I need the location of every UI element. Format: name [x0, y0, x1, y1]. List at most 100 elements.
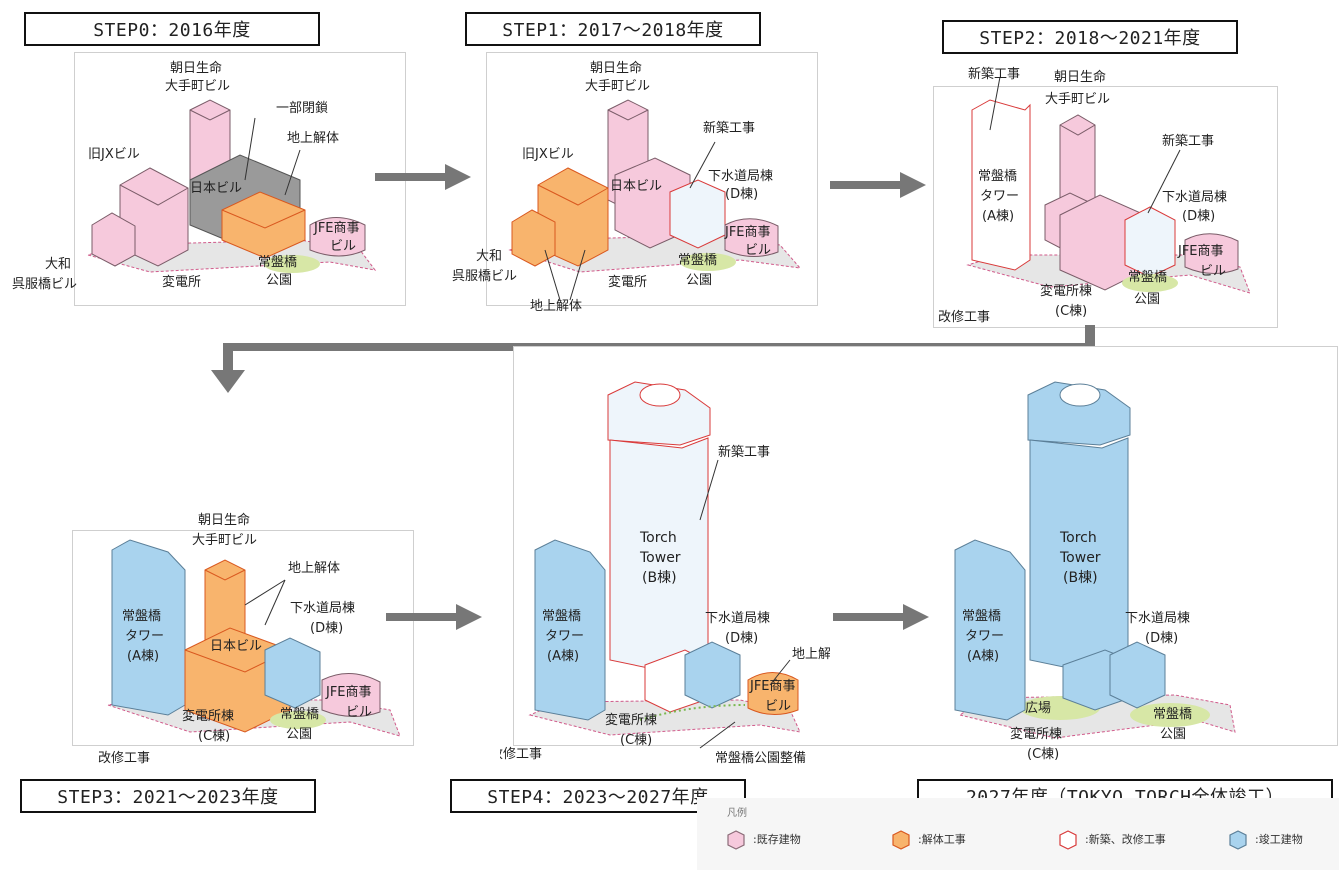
final-label-torch-2: Tower	[1059, 550, 1101, 566]
step0-label-partial-close: 一部閉鎖	[276, 100, 328, 116]
final-label-sub-2: (C棟)	[1027, 747, 1059, 762]
arrow-step1-step2	[830, 172, 926, 198]
step4-title: STEP4：2023～2027年度	[450, 779, 746, 813]
legend-label-existing: :既存建物	[753, 833, 801, 846]
step3-label-asahi-1: 朝日生命	[198, 512, 250, 528]
final-label-torch-3: (B棟)	[1063, 570, 1098, 586]
step3-label-demolition: 地上解体	[288, 561, 340, 576]
step0-label-park-2: 公園	[266, 273, 292, 288]
cube-icon	[1229, 830, 1247, 850]
legend: 凡例 :既存建物 :解体工事 :新築、改修工事 :竣工建物	[697, 798, 1339, 870]
cube-icon	[892, 830, 910, 850]
step1-label-asahi-2: 大手町ビル	[585, 79, 650, 94]
step1-title: STEP1：2017～2018年度	[465, 12, 761, 46]
step1-label-new: 新築工事	[703, 120, 755, 136]
step3-title: STEP3：2021～2023年度	[20, 779, 316, 813]
final-label-plaza: 広場	[1025, 701, 1051, 716]
step3-label-nihon: 日本ビル	[210, 639, 262, 654]
step2-label-sewer-2: (D棟)	[1182, 209, 1215, 224]
step2-label-new-a: 新築工事	[968, 66, 1020, 82]
step4-label-jfe-1: JFE商事	[749, 679, 796, 694]
step3-label-renovation: 改修工事	[98, 751, 150, 766]
legend-label-completed: :竣工建物	[1255, 833, 1303, 846]
final-label-tower-2: タワー	[965, 629, 1004, 644]
cube-icon	[1059, 830, 1077, 850]
step1-label-park-2: 公園	[686, 273, 712, 288]
step1-diagram: 朝日生命 大手町ビル 新築工事 旧JXビル 日本ビル 下水道局棟 (D棟) JF…	[452, 60, 802, 314]
arrow-step4-final	[833, 604, 929, 630]
final-label-sub-1: 変電所棟	[1010, 726, 1062, 742]
step2-label-park-2: 公園	[1134, 292, 1160, 307]
step4-label-tower-1: 常盤橋	[542, 609, 581, 624]
step1-label-daiwa-1: 大和	[476, 249, 502, 264]
final-label-sewer-2: (D棟)	[1145, 631, 1178, 646]
step0-label-demolition: 地上解体	[287, 131, 339, 146]
step4-label-sewer-2: (D棟)	[725, 631, 758, 646]
final-label-tower-1: 常盤橋	[962, 609, 1001, 624]
legend-label-demolition: :解体工事	[918, 833, 966, 846]
step3-label-park-2: 公園	[286, 727, 312, 742]
legend-swatch-completed	[1229, 830, 1247, 850]
step2-label-jfe-2: ビル	[1200, 264, 1226, 279]
step3-label-tower-3: (A棟)	[127, 649, 159, 664]
step2-label-new-d: 新築工事	[1162, 133, 1214, 149]
legend-item-new: :新築、改修工事	[1057, 828, 1166, 850]
step4-label-sub-2: (C棟)	[620, 733, 652, 748]
step3-label-jfe-1: JFE商事	[325, 685, 372, 700]
step2-label-park-1: 常盤橋	[1128, 270, 1167, 285]
step2-label-asahi-2: 大手町ビル	[1045, 92, 1110, 107]
step3-label-sewer-2: (D棟)	[310, 621, 343, 636]
final-label-park-1: 常盤橋	[1153, 707, 1192, 722]
step2-title: STEP2：2018～2021年度	[942, 20, 1238, 54]
step2-label-renovation: 改修工事	[938, 310, 990, 325]
step1-label-park-1: 常盤橋	[678, 253, 717, 268]
step1-label-substation: 変電所	[608, 274, 647, 290]
arrow-step0-step1	[375, 164, 471, 190]
step1-label-jfe-2: ビル	[745, 243, 771, 258]
step4-label-new: 新築工事	[718, 444, 770, 460]
step1-label-nihon: 日本ビル	[610, 179, 662, 194]
step4-label-sewer-1: 下水道局棟	[705, 611, 770, 626]
step2-label-asahi-1: 朝日生命	[1054, 69, 1106, 85]
step1-label-demolition: 地上解体	[530, 299, 582, 314]
step0-diagram: 朝日生命 大手町ビル 一部閉鎖 地上解体 旧JXビル 日本ビル JFE商事 ビル…	[12, 60, 377, 292]
step1-label-daiwa-2: 呉服橋ビル	[452, 269, 517, 284]
step1-label-old-jx: 旧JXビル	[522, 147, 574, 162]
legend-swatch-existing	[727, 830, 745, 850]
step3-label-sub-1: 変電所棟	[182, 708, 234, 724]
legend-swatch-new	[1059, 830, 1077, 850]
step4-label-sub-1: 変電所棟	[605, 712, 657, 728]
step0-label-daiwa-2: 呉服橋ビル	[12, 277, 77, 292]
step1-label-sewer-1: 下水道局棟	[708, 169, 773, 184]
step2-label-sub-1: 変電所棟	[1040, 283, 1092, 299]
step2-label-tower-1: 常盤橋	[978, 169, 1017, 184]
final-label-park-2: 公園	[1160, 727, 1186, 742]
legend-item-existing: :既存建物	[725, 828, 801, 850]
step2-label-sewer-1: 下水道局棟	[1162, 190, 1227, 205]
final-label-sewer-1: 下水道局棟	[1125, 611, 1190, 626]
final-label-tower-3: (A棟)	[967, 649, 999, 664]
step2-label-tower-3: (A棟)	[982, 209, 1014, 224]
step2-label-sub-2: (C棟)	[1055, 304, 1087, 319]
step2-diagram: 新築工事 朝日生命 大手町ビル 新築工事 常盤橋 タワー (A棟) 下水道局棟 …	[938, 66, 1251, 325]
legend-item-demolition: :解体工事	[890, 828, 966, 850]
step4-label-torch-2: Tower	[639, 550, 681, 566]
final-diagram: Torch Tower (B棟) 常盤橋 タワー (A棟) 下水道局棟 (D棟)…	[954, 381, 1236, 762]
step0-label-jfe-1: JFE商事	[313, 221, 360, 236]
step3-label-sewer-1: 下水道局棟	[290, 601, 355, 616]
step4-label-park-improvement: 常盤橋公園整備	[715, 750, 806, 766]
step1-label-jfe-1: JFE商事	[724, 225, 771, 240]
step3-label-asahi-2: 大手町ビル	[192, 533, 257, 548]
legend-header: 凡例	[727, 808, 747, 819]
step0-label-jfe-2: ビル	[330, 239, 356, 254]
step0-label-nihon: 日本ビル	[190, 181, 242, 196]
step0-label-park-1: 常盤橋	[258, 255, 297, 270]
legend-item-completed: :竣工建物	[1227, 828, 1303, 850]
legend-label-new: :新築、改修工事	[1085, 833, 1166, 846]
step0-label-asahi-2: 大手町ビル	[165, 79, 230, 94]
step3-diagram: 朝日生命 大手町ビル 地上解体 常盤橋 タワー (A棟) 下水道局棟 (D棟) …	[98, 512, 401, 766]
final-label-torch-1: Torch	[1059, 530, 1097, 546]
step4-label-tower-3: (A棟)	[547, 649, 579, 664]
step0-title: STEP0：2016年度	[24, 12, 320, 46]
cube-icon	[727, 830, 745, 850]
